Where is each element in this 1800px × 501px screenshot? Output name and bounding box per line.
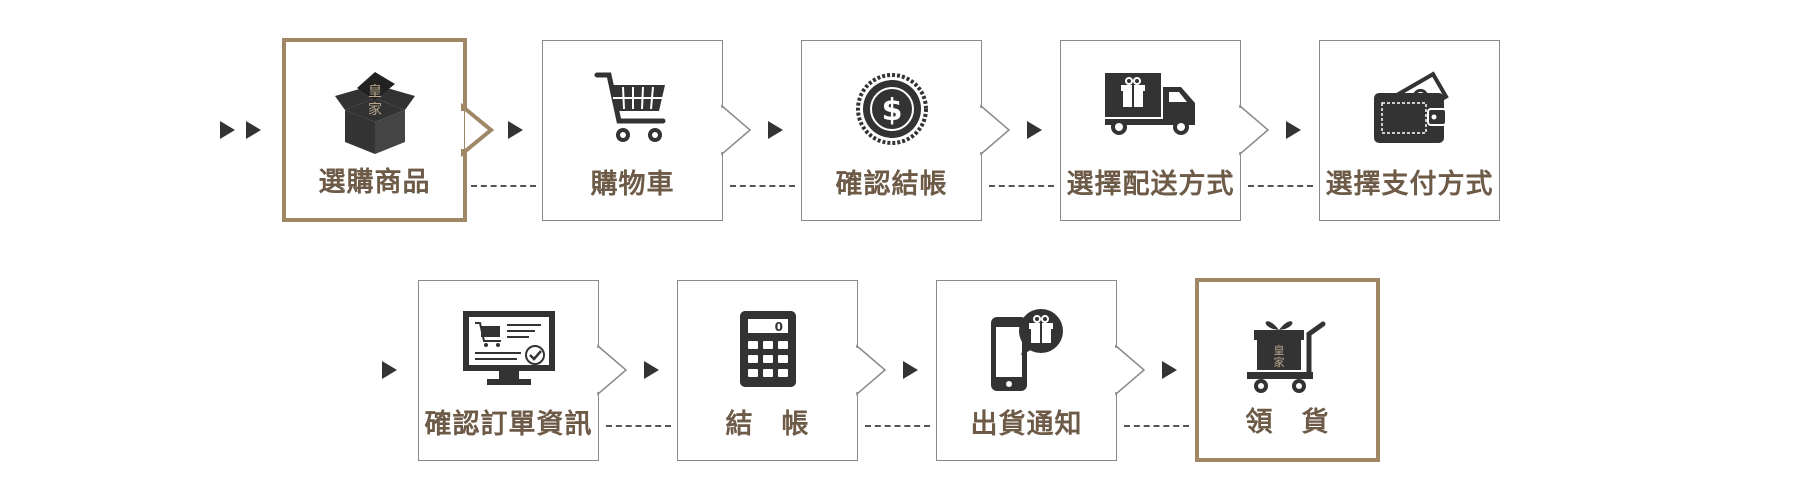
flow-arrow <box>1162 361 1177 379</box>
step-choose-delivery: 選擇配送方式 <box>1060 40 1241 221</box>
svg-text:家: 家 <box>368 101 382 118</box>
gift-cart-icon: 皇 家 <box>1246 321 1325 393</box>
step-notch <box>1238 104 1270 156</box>
step-shipping-notice: 出貨通知 <box>936 280 1117 461</box>
flow-arrow <box>1286 121 1301 139</box>
step-label: 選擇配送方式 <box>1066 169 1235 200</box>
step-label: 選購商品 <box>318 167 431 198</box>
open-box-icon: 皇 家 <box>334 72 415 154</box>
step-notch <box>855 344 887 396</box>
step-confirm-order-info: 確認訂單資訊 <box>418 280 599 461</box>
flow-arrow <box>508 121 523 139</box>
svg-text:皇: 皇 <box>1273 343 1284 357</box>
flow-arrow <box>903 361 918 379</box>
dashed-connector <box>471 185 536 187</box>
step-label: 出貨通知 <box>970 409 1083 440</box>
phone-gift-icon <box>990 309 1063 391</box>
step-label: 確認結帳 <box>835 169 948 200</box>
shopping-cart-icon <box>594 72 665 142</box>
step-shopping-cart: 購物車 <box>542 40 723 221</box>
dashed-connector <box>989 185 1054 187</box>
svg-text:皇: 皇 <box>368 84 382 100</box>
dashed-connector <box>1248 185 1313 187</box>
wallet-icon <box>1373 71 1449 143</box>
svg-text:家: 家 <box>1273 355 1284 369</box>
lead-arrow-1 <box>220 121 235 139</box>
lead-arrow-2 <box>246 121 261 139</box>
step-notch <box>459 102 495 158</box>
flow-arrow <box>1027 121 1042 139</box>
step-choose-payment: 選擇支付方式 <box>1319 40 1500 221</box>
lead-arrow-row2 <box>382 361 397 379</box>
flow-arrow <box>768 121 783 139</box>
flow-arrow <box>644 361 659 379</box>
step-notch <box>720 104 752 156</box>
calculator-icon: 0 <box>739 311 796 387</box>
dashed-connector <box>865 425 930 427</box>
monitor-cart-check-icon <box>462 311 555 385</box>
step-checkout: 0 結 帳 <box>677 280 858 461</box>
step-label: 購物車 <box>590 169 675 200</box>
dashed-connector <box>1124 425 1189 427</box>
dashed-connector <box>730 185 795 187</box>
delivery-truck-icon <box>1104 73 1195 135</box>
step-notch <box>979 104 1011 156</box>
svg-text:0: 0 <box>774 320 782 334</box>
step-receive-goods: 皇 家 領 貨 <box>1195 278 1380 462</box>
svg-text:$: $ <box>881 93 902 128</box>
step-notch <box>596 344 628 396</box>
dashed-connector <box>606 425 671 427</box>
dollar-badge-icon: $ <box>855 73 928 145</box>
step-label: 確認訂單資訊 <box>424 409 593 440</box>
step-confirm-checkout: $ 確認結帳 <box>801 40 982 221</box>
step-notch <box>1114 344 1146 396</box>
step-label: 結 帳 <box>725 409 810 440</box>
step-label: 領 貨 <box>1245 407 1330 438</box>
step-select-products: 皇 家 選購商品 <box>282 38 467 222</box>
step-label: 選擇支付方式 <box>1325 169 1494 200</box>
